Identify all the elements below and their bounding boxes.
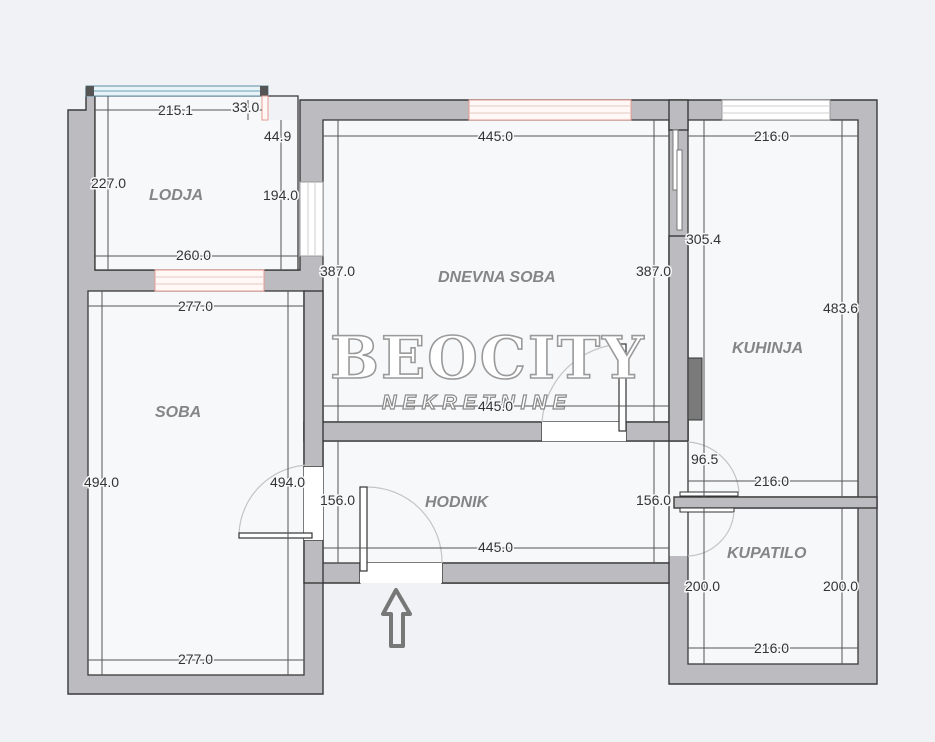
dim-kuhinja-left: 305.4 — [686, 231, 721, 247]
room-label-kuhinja: KUHINJA — [732, 340, 803, 357]
doors — [238, 343, 740, 583]
room-label-hodnik: HODNIK — [425, 494, 490, 511]
room-label-soba: SOBA — [155, 404, 201, 421]
dim-soba-right: 494.0 — [270, 474, 305, 490]
dimension-lines — [88, 96, 858, 675]
room-label-dnevna-soba: DNEVNA SOBA — [438, 269, 556, 286]
dim-soba-top: 277.0 — [178, 298, 213, 314]
watermark-tagline: NEKRETNINE — [382, 392, 572, 414]
dim-dnevna-left: 387.0 — [320, 263, 355, 279]
dim-kuhinja-door: 96.5 — [691, 451, 718, 467]
windows — [85, 85, 831, 292]
dim-dnevna-top: 445.0 — [478, 128, 513, 144]
dim-kupatilo-left: 200.0 — [685, 578, 720, 594]
dim-hodnik-right: 156.0 — [636, 492, 671, 508]
dim-lodja-bottom: 260.0 — [176, 247, 211, 263]
room-labels: LODJA DNEVNA SOBA KUHINJA SOBA HODNIK KU… — [149, 187, 807, 562]
entrance-arrow-icon — [381, 588, 412, 648]
dim-dnevna-right: 387.0 — [636, 263, 671, 279]
dim-kuhinja-right: 483.6 — [823, 300, 858, 316]
dim-kuhinja-top: 216.0 — [754, 128, 789, 144]
watermark: BEOCITY NEKRETNINE — [329, 323, 646, 414]
dimension-labels: 215.1 33.0 44.9 227.0 194.0 260.0 445.0 … — [83, 98, 860, 669]
dim-kupatilo-right: 200.0 — [823, 578, 858, 594]
floors — [88, 96, 858, 675]
dim-kupatilo-bottom: 216.0 — [754, 640, 789, 656]
dim-soba-left: 494.0 — [84, 474, 119, 490]
dim-dnevna-bottom: 445.0 — [478, 398, 513, 414]
dim-lodja-step: 44.9 — [264, 128, 291, 144]
watermark-brand: BEOCITY — [330, 324, 646, 392]
dim-lodja-right: 194.0 — [263, 187, 298, 203]
room-label-kupatilo: KUPATILO — [727, 545, 807, 562]
dim-lodja-left: 227.0 — [91, 175, 126, 191]
dim-hodnik-bottom: 445.0 — [478, 539, 513, 555]
dim-soba-bottom: 277.0 — [178, 651, 213, 667]
room-label-lodja: LODJA — [149, 187, 203, 204]
dim-lodja-top: 215.1 — [158, 102, 193, 118]
dim-hodnik-left: 156.0 — [320, 492, 355, 508]
dim-lodja-top-right: 33.0 — [232, 99, 259, 115]
dim-kuhinja-bottom: 216.0 — [754, 473, 789, 489]
